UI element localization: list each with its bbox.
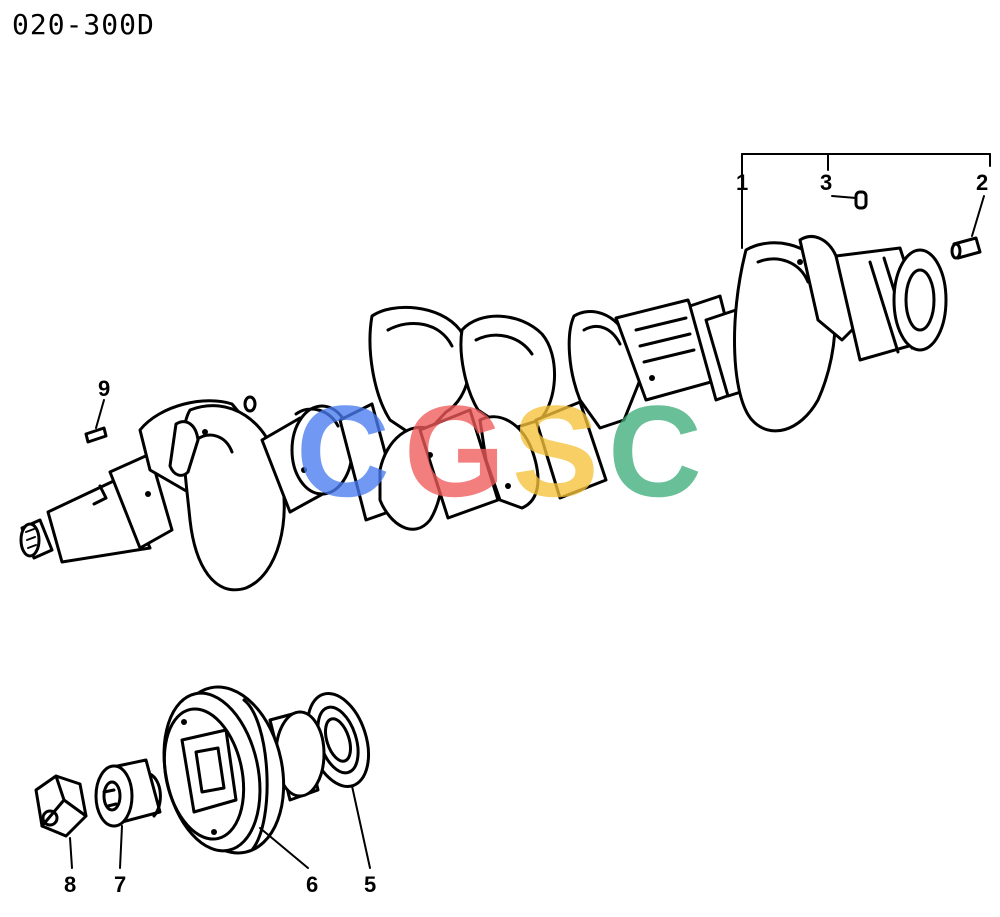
watermark-letter-s: S: [512, 378, 599, 524]
watermark-letter-c2: C: [608, 378, 702, 524]
crankshaft-front-snout: [19, 452, 174, 564]
callout-3: 3: [820, 170, 832, 195]
callout-labels: 1 2 3 5 6 7 8 9: [64, 170, 988, 897]
callout-9: 9: [98, 376, 110, 401]
callout-2: 2: [976, 170, 988, 195]
crankshaft: [19, 190, 982, 592]
callout-8: 8: [64, 872, 76, 897]
callout-7: 7: [114, 872, 126, 897]
callout-6: 6: [306, 872, 318, 897]
callout-leaders: [69, 153, 991, 869]
crankshaft-nut: [34, 774, 88, 838]
callout-1: 1: [736, 170, 748, 195]
woodruff-key: [84, 426, 108, 444]
crankshaft-center-webs: [338, 305, 556, 531]
crankshaft-front-counterweight: [138, 399, 286, 592]
watermark-letter-c1: C: [296, 378, 390, 524]
callout-5: 5: [364, 872, 376, 897]
crankshaft-rear-webs: [534, 294, 782, 500]
crankshaft-pulley: [162, 685, 326, 855]
diagram-code: 020-300D: [12, 8, 155, 41]
crankshaft-rear-counterweight: [733, 235, 948, 433]
pulley-spacer: [94, 758, 162, 828]
small-pin: [854, 190, 868, 210]
watermark-letter-g: G: [404, 378, 505, 524]
dowel-pin: [950, 236, 982, 260]
watermark-logo: C G S C: [296, 378, 702, 524]
